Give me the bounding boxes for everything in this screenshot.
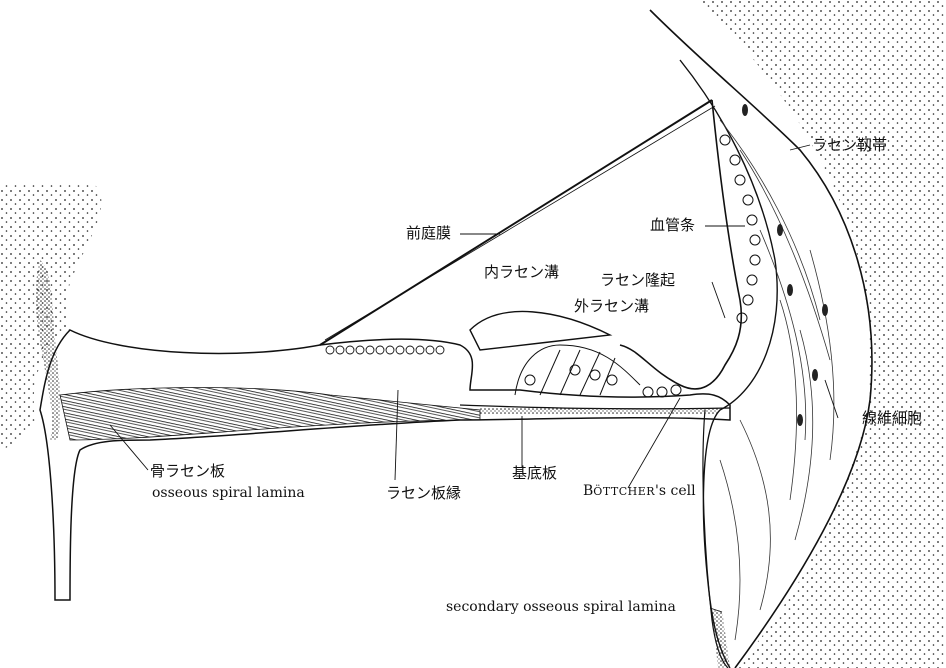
label-spiral-limbus: ラセン板縁 — [386, 484, 461, 502]
bottcher-suffix: 's cell — [655, 483, 696, 499]
scala-media-outline — [620, 100, 741, 389]
right-bone-region — [700, 0, 946, 668]
limbus-surface-cells — [326, 346, 444, 354]
label-secondary-osseous-spiral-lamina: secondary osseous spiral lamina — [446, 598, 676, 616]
label-outer-spiral-sulcus: 外ラセン溝 — [574, 297, 649, 315]
tectorial-membrane — [470, 311, 610, 350]
bottcher-smallcaps: ÖTTCHER — [593, 485, 655, 498]
label-bottcher-cell: BÖTTCHER's cell — [583, 482, 696, 501]
label-spiral-ligament: ラセン靱帯 — [812, 136, 887, 154]
stria-vascularis-cells — [720, 135, 760, 323]
secondary-lamina-dots — [712, 610, 730, 668]
spiral-ligament-inner-edge — [680, 60, 777, 668]
organ-of-corti — [515, 345, 681, 397]
basilar-membrane-dots — [480, 408, 720, 414]
label-osseous-spiral-lamina-jp: 骨ラセン板 — [150, 462, 225, 480]
label-osseous-spiral-lamina-en: osseous spiral lamina — [152, 484, 305, 502]
bottcher-initial: B — [583, 483, 593, 499]
label-basilar-membrane: 基底板 — [512, 464, 557, 482]
label-spiral-prominence: ラセン隆起 — [600, 271, 675, 289]
label-stria-vascularis: 血管条 — [650, 216, 695, 234]
label-vestibular-membrane: 前庭膜 — [406, 224, 451, 242]
label-fibrocyte: 線維細胞 — [862, 409, 922, 427]
label-inner-spiral-sulcus: 内ラセン溝 — [484, 263, 559, 281]
leader-lines — [110, 145, 838, 612]
